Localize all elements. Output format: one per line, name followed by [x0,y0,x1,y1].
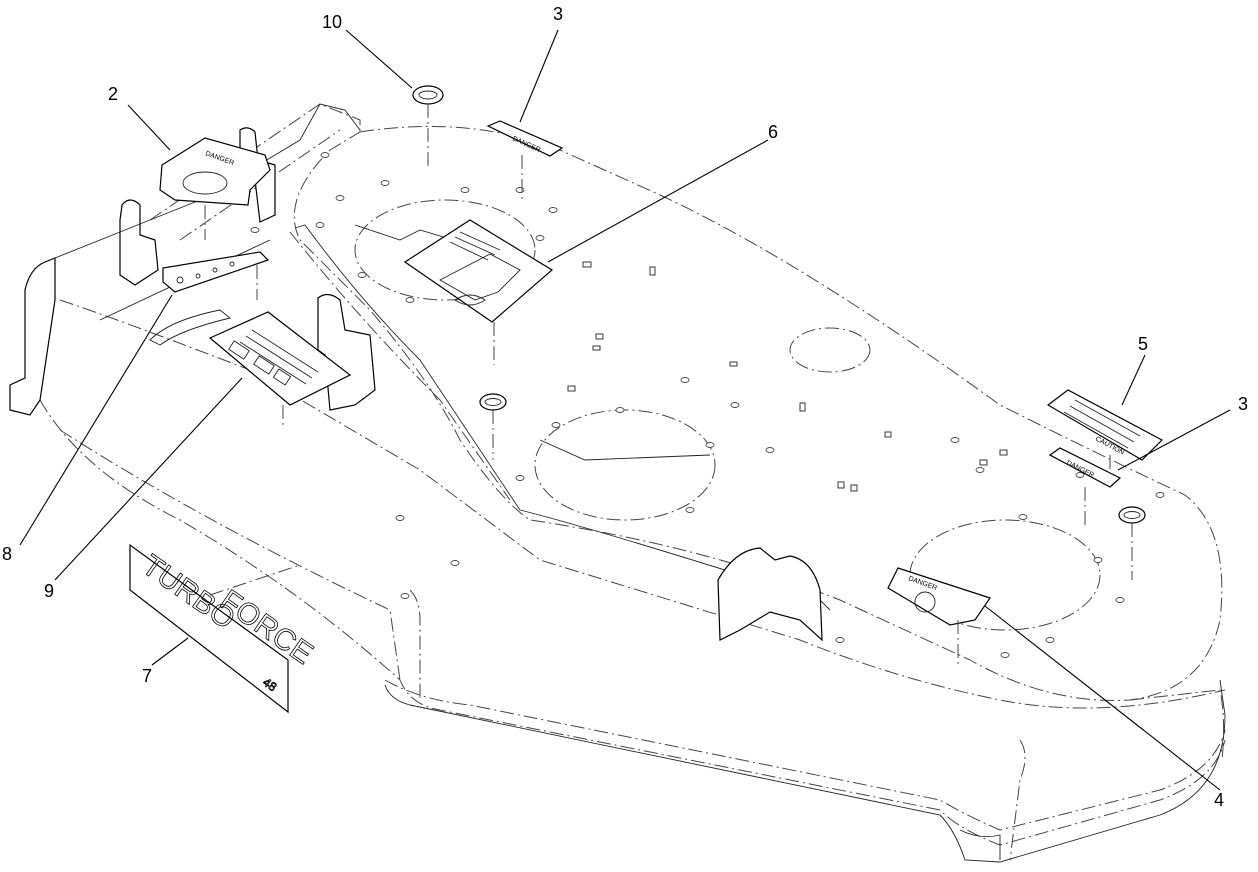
spindle-hole [789,327,871,373]
leader-3-top [519,29,559,123]
part-4-danger-shield-decal: DANGER [887,567,991,668]
callout-5: 5 [1138,334,1148,354]
part-10-plug [412,85,444,170]
deck-top-outline [293,125,1223,701]
decal-text-lines [449,231,501,261]
blade-opening-right [909,519,1101,631]
deck-skirt-bottom [39,399,1226,846]
leader-lines [19,29,1231,791]
leader-10 [345,29,413,89]
deck-edge-inner [409,589,421,700]
callout-10: 10 [322,12,342,32]
deck-skirt-front [59,299,1226,709]
leader-7 [151,637,189,666]
callout-4: 4 [1214,790,1224,810]
deck-rib-line [289,231,511,501]
leader-6 [547,139,769,263]
callout-numbers: 10 3 2 6 5 3 8 9 7 4 [2,4,1248,810]
part-5-caution-decal: CAUTION [1046,389,1163,470]
blade-opening-left [354,199,536,301]
leader-9 [54,377,243,581]
deck-skirt-lower [59,429,401,681]
deck-plug-center [479,393,507,460]
deck-plug-right [1118,506,1146,580]
deck-rib [294,224,831,611]
callout-8: 8 [2,544,12,564]
front-bumper [384,679,1226,863]
leader-3-right [1117,409,1231,471]
baffle-line [539,439,711,461]
mower-deck [9,103,1226,863]
part-2-danger-guard: DANGER [159,137,271,240]
bolt-holes [250,152,1165,658]
callout-3-right: 3 [1238,394,1248,414]
deck-right-wall [1009,689,1225,861]
callout-7: 7 [142,666,152,686]
blade-opening-center [534,409,716,521]
leader-2 [127,104,171,151]
leader-8 [19,294,173,546]
deck-slots [567,261,1008,492]
part-6-instruction-decal [403,219,554,365]
part-9-warning-decal [208,311,352,425]
leader-4 [984,605,1221,791]
bumper-end [959,829,1001,860]
callout-6: 6 [768,122,778,142]
leader-5 [1121,354,1146,406]
callout-3-top: 3 [553,4,563,24]
part-7-turbo-force-plate: TURBO FORCE 48 [129,543,319,714]
callout-9: 9 [44,581,54,601]
deck-front-lip [384,679,1226,831]
callout-2: 2 [108,84,118,104]
part-8-hoc-decal [149,251,270,346]
